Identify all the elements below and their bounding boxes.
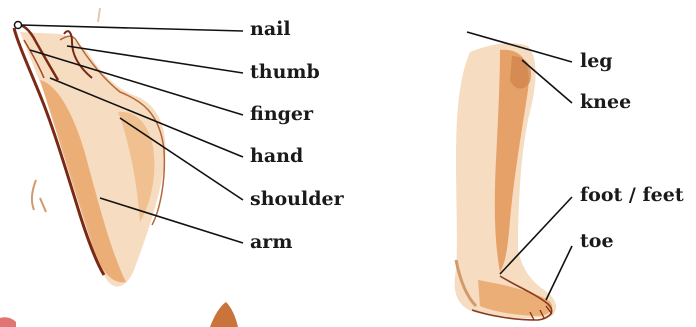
sketch-mark-top [98, 8, 100, 22]
label-leg: leg [580, 52, 613, 71]
bottom-left-mark [0, 317, 16, 327]
sketch-mark [32, 180, 46, 212]
label-thumb: thumb [250, 63, 320, 82]
label-finger: finger [250, 105, 313, 124]
label-shoulder: shoulder [250, 190, 344, 209]
leader-nail [21, 25, 243, 31]
nail-pointer [15, 22, 22, 29]
label-toe: toe [580, 232, 614, 251]
bottom-sketch-shape [210, 302, 238, 327]
leader-toe [546, 246, 572, 300]
bottom-sketch [0, 302, 238, 327]
label-arm: arm [250, 233, 292, 252]
label-knee: knee [580, 93, 631, 112]
label-foot: foot / feet [580, 186, 684, 205]
label-hand: hand [250, 147, 303, 166]
leg-illustration [455, 43, 557, 320]
label-nail: nail [250, 20, 291, 39]
